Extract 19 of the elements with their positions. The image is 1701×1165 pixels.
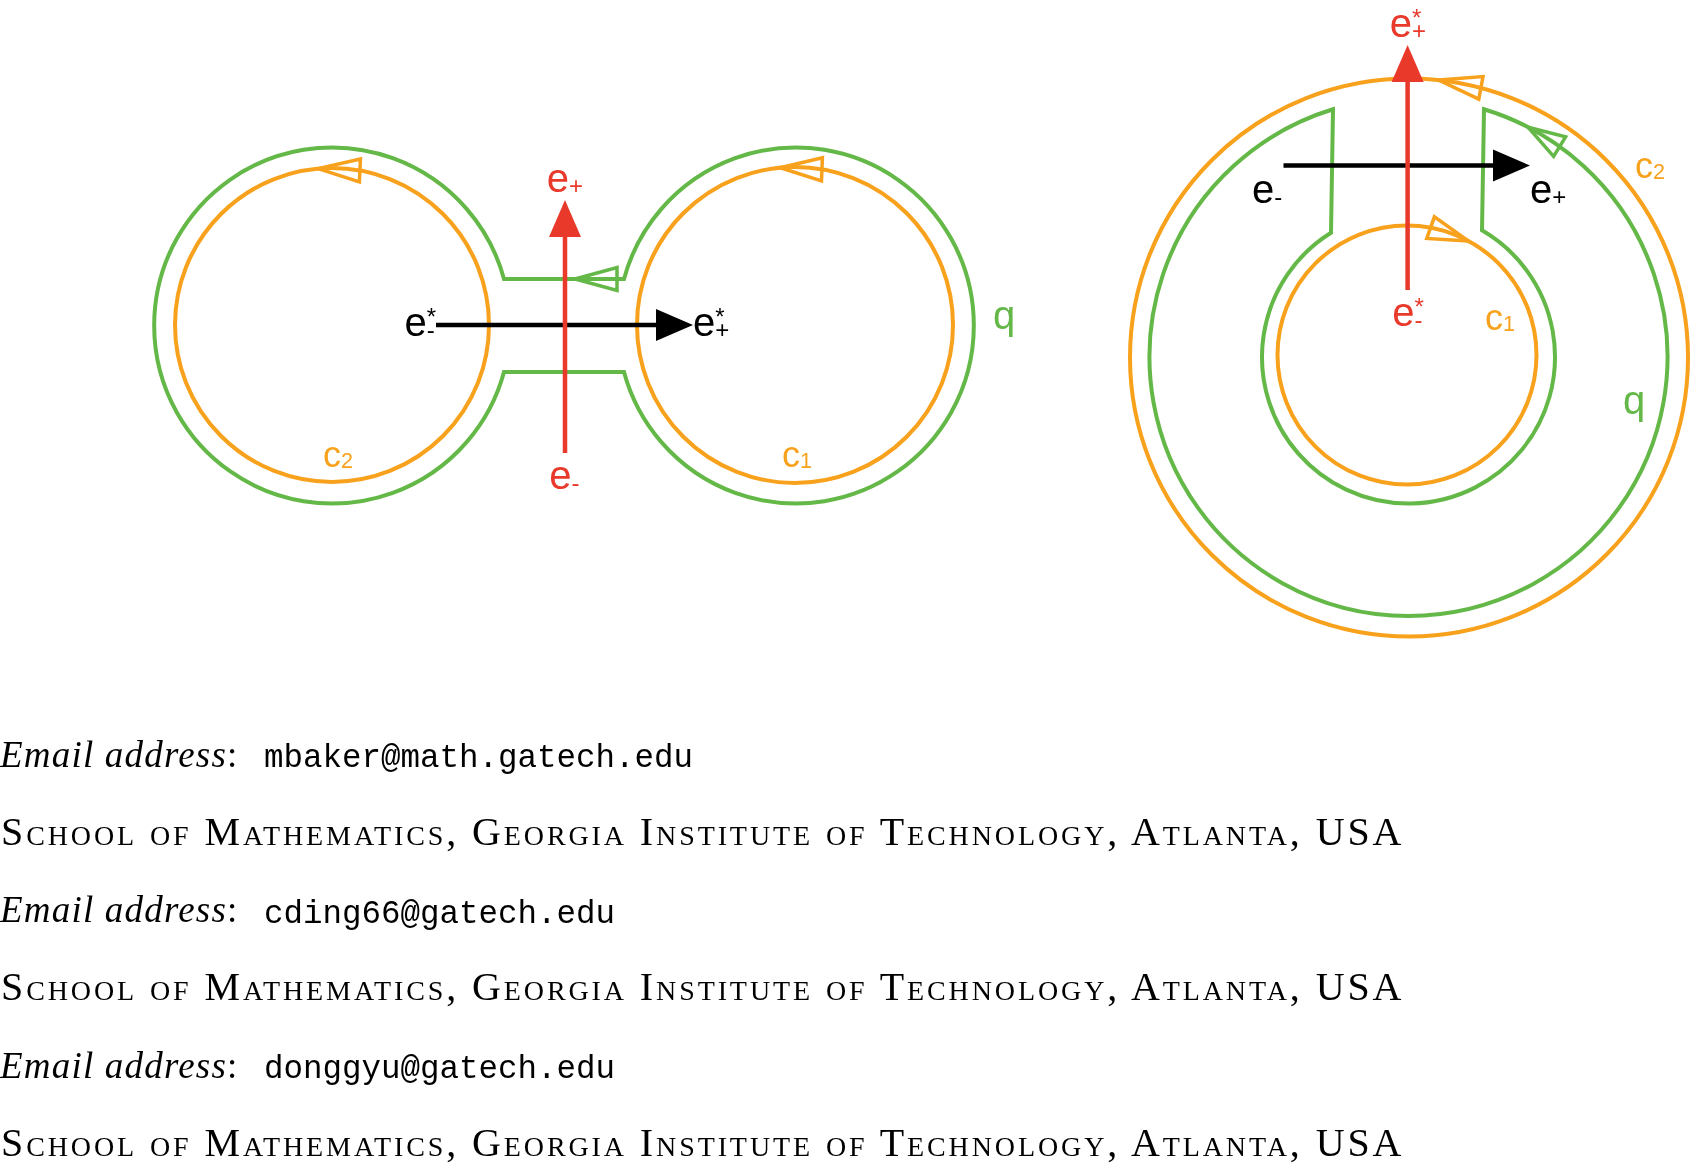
arrow: [436, 309, 693, 341]
arrow: [1391, 45, 1424, 290]
curve-label: q: [992, 293, 1016, 337]
email-label: Email address:: [0, 735, 239, 776]
endpoint-label: e$_{-}$: [1251, 167, 1284, 211]
affiliation-text: School of Mathematics, Georgia Institute of Technology, Atlanta, USA: [1, 812, 1405, 853]
curve-label: q: [1622, 378, 1646, 422]
affiliation-text: School of Mathematics, Georgia Institute of Technology, Atlanta, USA: [1, 1122, 1405, 1163]
email-address: cding66@gatech.edu: [264, 896, 616, 933]
endpoint-label: e$_{-}$: [549, 453, 581, 497]
email-address: donggyu@gatech.edu: [264, 1051, 616, 1088]
email-address: mbaker@math.gatech.edu: [264, 741, 694, 778]
endpoint-label: e$_{+}$: [1530, 167, 1567, 211]
arrow: [549, 200, 581, 453]
email-label: Email address:: [0, 890, 239, 932]
endpoint-label: e$_{+}$: [546, 156, 584, 200]
email-label: Email address:: [0, 1045, 239, 1087]
affiliation-text: School of Mathematics, Georgia Institute of Technology, Atlanta, USA: [1, 967, 1405, 1008]
arrow: [1283, 149, 1530, 182]
